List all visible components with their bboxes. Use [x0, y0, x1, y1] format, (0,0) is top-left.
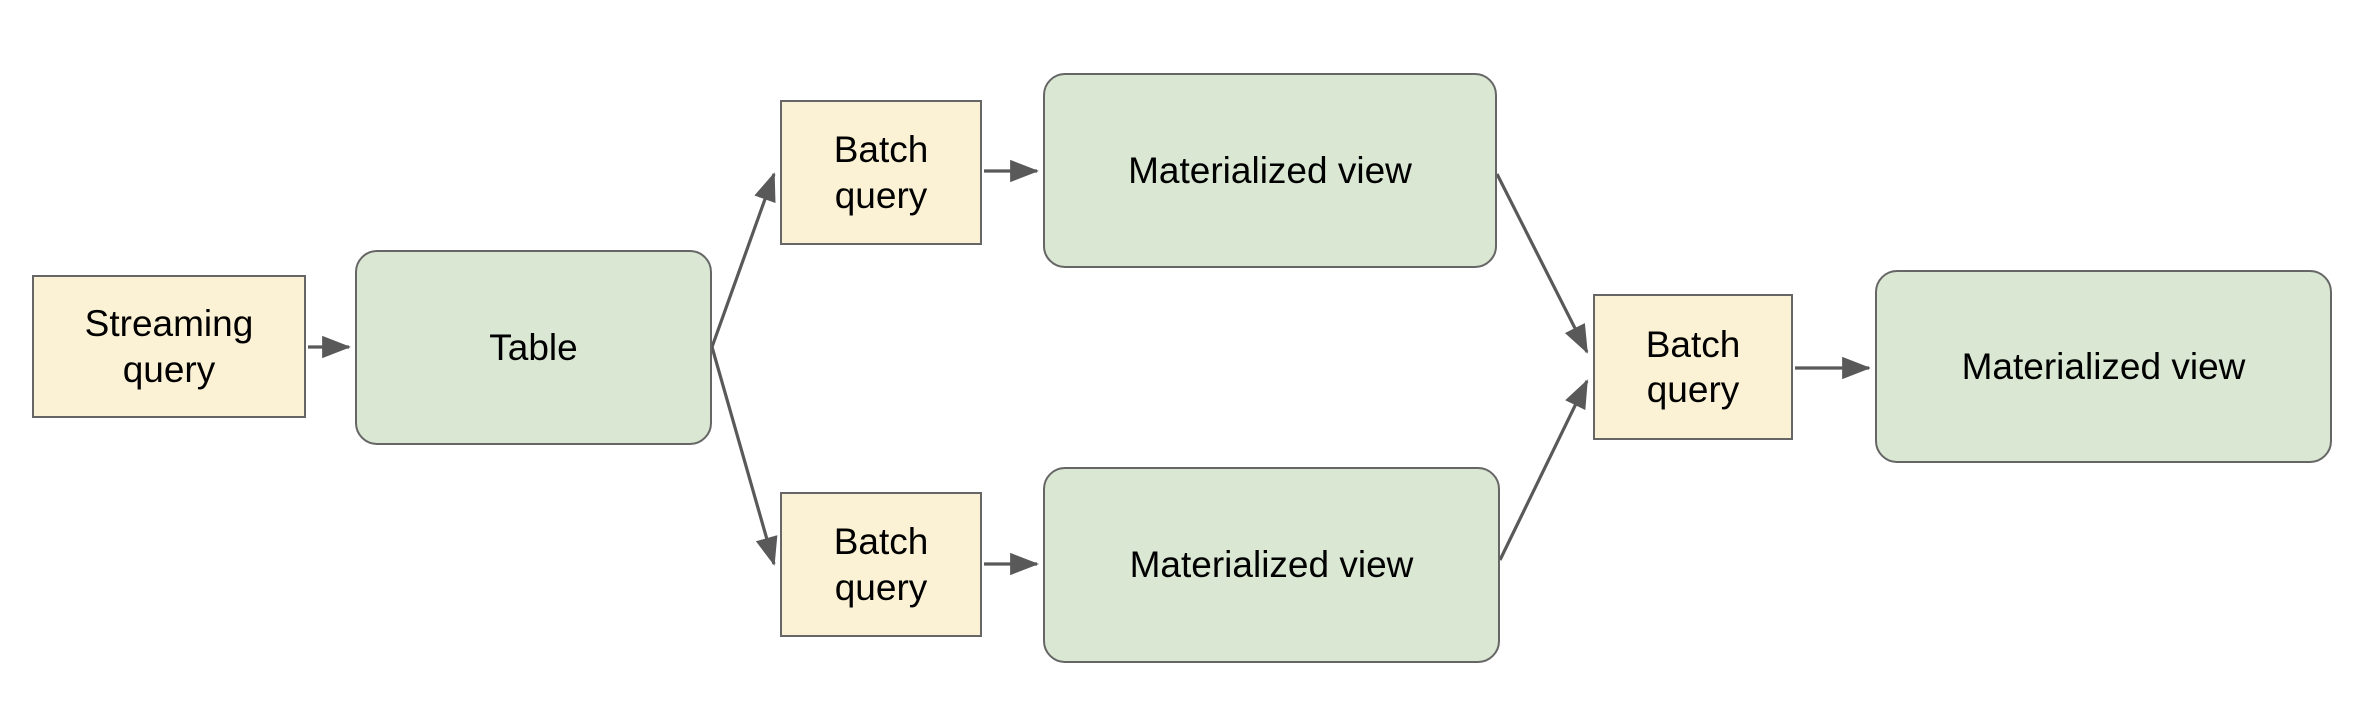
node-batch-query-join[interactable]: Batch query: [1593, 294, 1793, 440]
edge-materialized-view-top-to-batch-query-join: [1495, 173, 1589, 354]
node-materialized-view-final[interactable]: Materialized view: [1875, 270, 2332, 463]
node-table[interactable]: Table: [355, 250, 712, 445]
edge-table-to-batch-query-bottom: [710, 346, 778, 566]
edge-table-to-batch-query-top: [710, 172, 776, 348]
node-materialized-view-top[interactable]: Materialized view: [1043, 73, 1497, 268]
node-batch-query-top[interactable]: Batch query: [780, 100, 982, 245]
node-streaming-query[interactable]: Streaming query: [32, 275, 306, 418]
node-materialized-view-bottom[interactable]: Materialized view: [1043, 467, 1500, 663]
node-batch-query-bottom[interactable]: Batch query: [780, 492, 982, 637]
edge-materialized-view-bottom-to-batch-query-join: [1498, 379, 1589, 561]
